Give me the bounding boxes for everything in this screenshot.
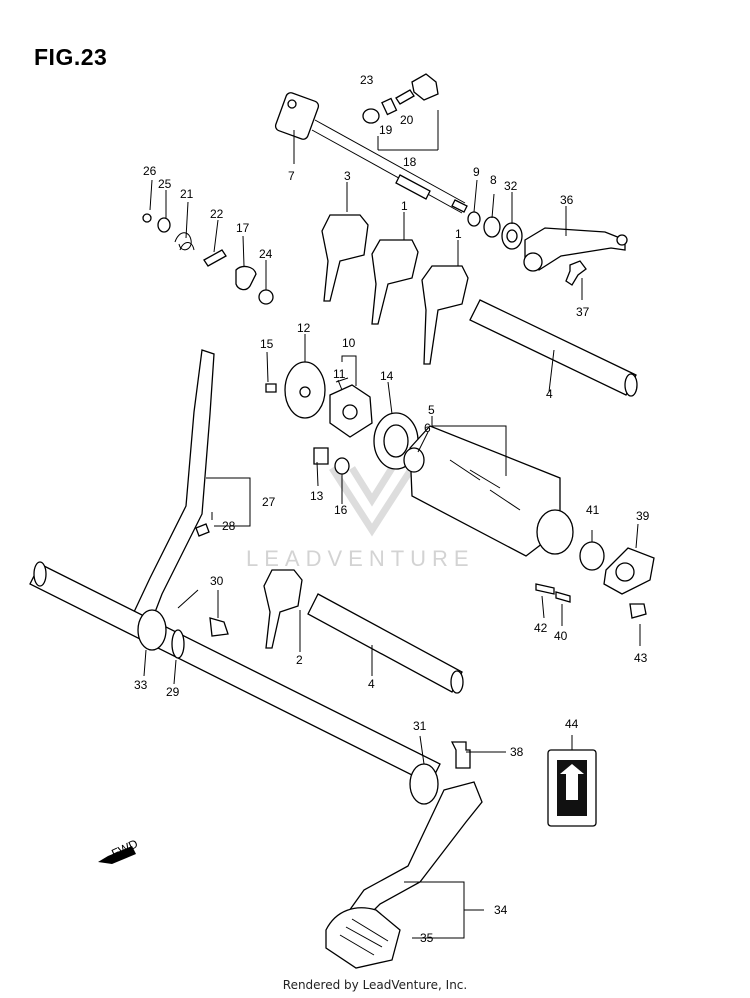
part-fork-shaft-lower [307,593,464,694]
callout-28: 28 [222,519,236,533]
callout-18: 18 [403,155,417,169]
callout-15: 15 [260,337,274,351]
callout-32: 32 [504,179,518,193]
callout-35: 35 [420,931,434,945]
part-fork-shaft-upper [469,299,638,397]
part-bearing-stack [467,211,523,250]
callout-14: 14 [380,369,394,383]
callout-39: 39 [636,509,650,523]
part-shift-lever [133,349,215,621]
part-shift-fork-lower [263,569,303,649]
part-gearshift-shaft [29,561,441,785]
part-shift-arm [523,227,628,286]
callout-36: 36 [560,193,574,207]
callout-27: 27 [262,495,276,509]
callout-22: 22 [210,207,224,221]
callout-42: 42 [534,621,548,635]
callout-26: 26 [143,164,157,178]
callout-25: 25 [158,177,172,191]
part-gear-sensor [535,541,655,619]
callout-2: 2 [296,653,303,667]
callout-6: 6 [424,421,431,435]
callout-1b: 1 [455,227,462,241]
callout-5: 5 [428,403,435,417]
callout-11: 11 [333,367,346,381]
watermark-logo [329,466,415,537]
render-credit: Rendered by LeadVenture, Inc. [282,978,468,992]
watermark-text: LEADVENTURE [246,546,475,571]
callout-34: 34 [494,903,508,917]
callout-3: 3 [344,169,351,183]
part-shift-forks-upper [321,214,469,365]
part-gearshift-cam [403,425,574,557]
callout-17: 17 [236,221,250,235]
callout-37: 37 [576,305,590,319]
callout-19: 19 [379,123,393,137]
callout-4a: 4 [546,387,553,401]
part-shift-pattern-label [547,749,597,827]
fwd-arrow-icon: FWD [98,836,140,864]
part-pedal-bolt [450,741,471,769]
callout-21: 21 [180,187,194,201]
callout-31: 31 [413,719,427,733]
callouts: 1 1 2 3 4 4 5 6 7 8 9 10 11 12 13 14 15 … [134,73,650,945]
part-gearshift-pedal [325,781,483,969]
callout-33: 33 [134,678,148,692]
callout-12: 12 [297,321,311,335]
callout-30: 30 [210,574,224,588]
callout-40: 40 [554,629,568,643]
callout-23: 23 [360,73,374,87]
part-pin [209,617,229,637]
part-oil-seal [409,763,439,805]
callout-8: 8 [490,173,497,187]
callout-7: 7 [288,169,295,183]
figure-title: FIG.23 [34,44,108,70]
callout-29: 29 [166,685,180,699]
callout-10: 10 [342,336,356,350]
part-upper-shift-shaft [274,92,468,214]
part-bolt-washer-set [362,73,439,124]
callout-44: 44 [565,717,579,731]
part-stopper-spring-set [142,213,274,305]
callout-20: 20 [400,113,414,127]
callout-13: 13 [310,489,324,503]
callout-16: 16 [334,503,348,517]
leader-lines [143,110,641,939]
callout-38: 38 [510,745,524,759]
callout-43: 43 [634,651,648,665]
callout-9: 9 [473,165,480,179]
callout-1a: 1 [401,199,408,213]
callout-4b: 4 [368,677,375,691]
callout-24: 24 [259,247,273,261]
callout-41: 41 [586,503,600,517]
part-cam-plates [265,361,419,470]
